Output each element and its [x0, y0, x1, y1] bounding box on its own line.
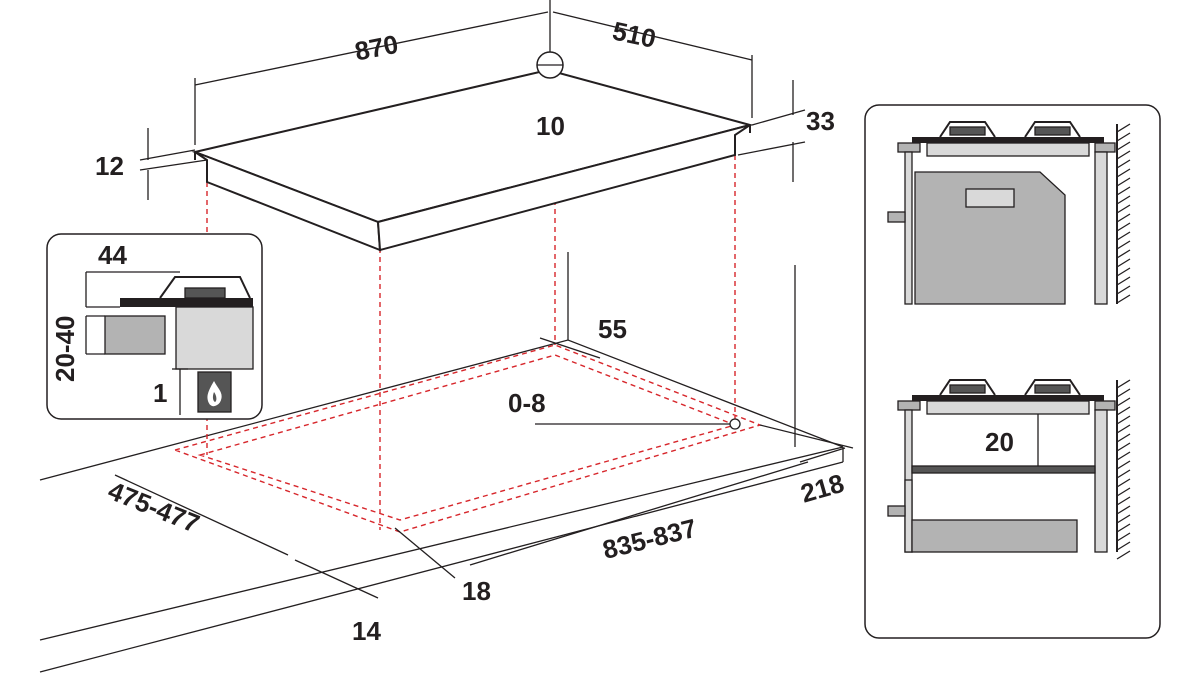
hatch-line — [1116, 487, 1131, 497]
hatch-line — [1116, 195, 1131, 205]
hatch-line — [1116, 231, 1131, 241]
hatch-line — [1116, 379, 1131, 389]
inset-panel-left — [46, 233, 263, 420]
dim-side-margin: 218 — [797, 468, 847, 509]
hob — [191, 68, 754, 252]
dim-inset-top: 44 — [98, 240, 127, 270]
hatch-line — [1116, 141, 1131, 151]
hatch-line — [1116, 532, 1131, 542]
dim-hob-depth: 510 — [610, 16, 659, 54]
hatch-line — [1116, 150, 1131, 160]
hatch-line — [1116, 123, 1131, 133]
hatch-line — [1116, 258, 1131, 268]
hatch-line — [1116, 469, 1131, 479]
hatch-line — [1116, 222, 1131, 232]
dim-inlet-tolerance: 0-8 — [508, 388, 546, 418]
dim-gas-inlet: 10 — [536, 111, 565, 141]
hatch-line — [1116, 132, 1131, 142]
hatch-line — [1116, 505, 1131, 515]
hatch-line — [1116, 276, 1131, 286]
hatch-line — [1116, 514, 1131, 524]
hatch-line — [1116, 285, 1131, 295]
hatch-line — [1116, 204, 1131, 214]
gas-flame-icon — [207, 380, 222, 407]
hatch-line — [1116, 168, 1131, 178]
hatch-line — [1116, 267, 1131, 277]
inset-panel-right — [864, 104, 1161, 639]
hatch-line — [1116, 294, 1131, 304]
hatch-line — [1116, 478, 1131, 488]
hatch-line — [1116, 496, 1131, 506]
hatch-line — [1116, 460, 1131, 470]
hatch-line — [1116, 177, 1131, 187]
hatch-line — [1116, 406, 1131, 416]
dim-hob-width: 870 — [352, 29, 400, 67]
dim-glass-thickness: 12 — [95, 151, 124, 181]
hatch-line — [1116, 186, 1131, 196]
hatch-line — [1116, 397, 1131, 407]
dim-oven-gap: 20 — [985, 427, 1014, 457]
hatch-line — [1116, 249, 1131, 259]
hatch-line — [1116, 240, 1131, 250]
gas-inlet-circle-icon — [536, 51, 564, 79]
hatch-line — [1116, 541, 1131, 551]
hatch-line — [1116, 523, 1131, 533]
dim-cutout-depth: 475-477 — [104, 475, 204, 539]
hatch-line — [1116, 424, 1131, 434]
dim-rear-margin: 55 — [598, 314, 627, 344]
dim-front-margin-b: 14 — [352, 616, 381, 646]
hatch-line — [1116, 388, 1131, 398]
hatch-line — [1116, 159, 1131, 169]
dim-inset-gap: 1 — [153, 378, 167, 408]
hatch-line — [1116, 213, 1131, 223]
hatch-line — [1116, 433, 1131, 443]
wall-hatching — [1116, 123, 1131, 560]
dim-inset-height: 20-40 — [50, 316, 80, 383]
hatch-line — [1116, 451, 1131, 461]
hatch-line — [1116, 550, 1131, 560]
dim-front-margin-a: 18 — [462, 576, 491, 606]
hatch-line — [1116, 415, 1131, 425]
dim-hob-height: 33 — [806, 106, 835, 136]
hatch-line — [1116, 442, 1131, 452]
dimension-lines — [114, 0, 854, 599]
